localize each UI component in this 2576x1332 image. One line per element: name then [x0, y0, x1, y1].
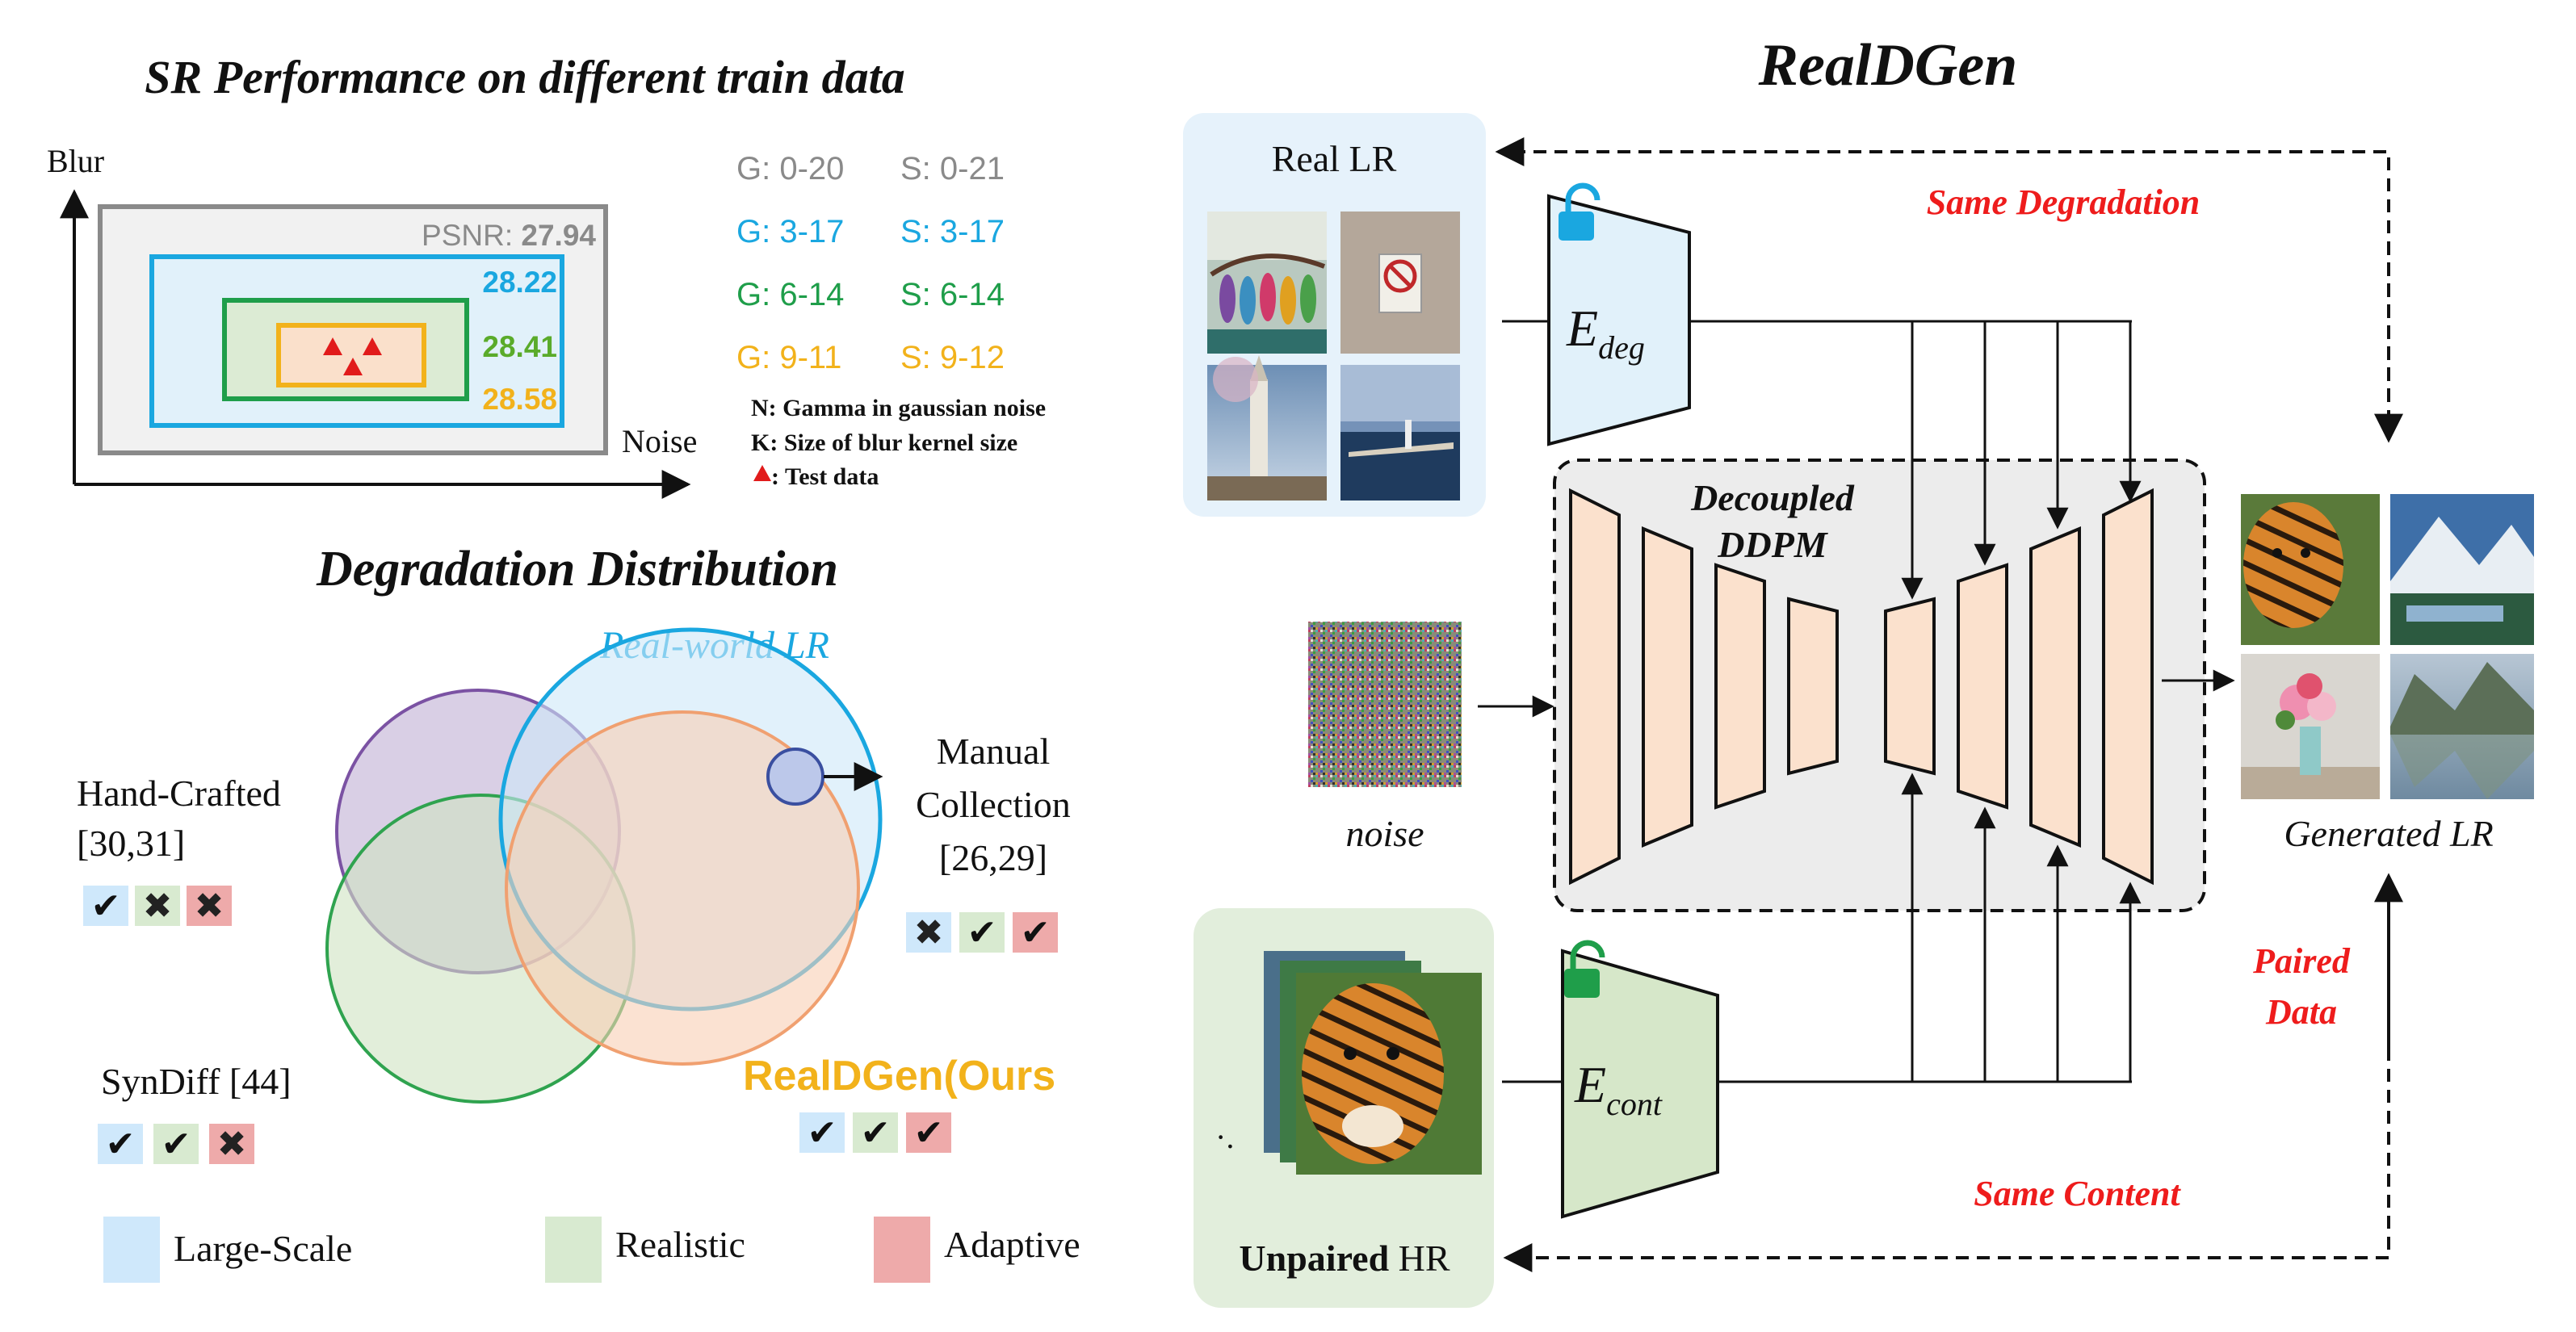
range-box-yellow [276, 323, 426, 387]
real-lr-image-birds [1207, 212, 1327, 354]
svg-text:✔: ✔ [91, 886, 121, 926]
manual-collection-circle [766, 748, 824, 806]
ddpm-label-line2: DDPM [1717, 524, 1829, 565]
stack-ellipsis: ·. [1215, 1119, 1234, 1155]
e-deg-encoder [1547, 194, 1691, 446]
e-cont-encoder [1561, 949, 1719, 1219]
legend-label-adaptive: Adaptive [944, 1224, 1080, 1265]
ours-label: RealDGen(Ours [743, 1053, 1055, 1100]
range-blue-g: G: 3-17 [736, 214, 844, 249]
sr-title: SR Performance on different train data [145, 51, 904, 103]
legend-swatch-large-scale [103, 1217, 160, 1283]
svg-text:✔: ✔ [967, 913, 997, 953]
hand-crafted-label: Hand-Crafted [77, 773, 281, 814]
manual-collection-badges: ✖ ✔ ✔ [906, 912, 1058, 953]
generated-image-mountain [2390, 494, 2534, 645]
unlock-icon-green [1564, 940, 1605, 998]
unet-decoder-block [2102, 488, 2154, 886]
range-green-g: G: 6-14 [736, 277, 844, 312]
unet-encoder-block [1642, 526, 1693, 848]
manual-label: Manual [937, 731, 1051, 772]
psnr-label-gray: PSNR: 27.94 [422, 219, 596, 252]
data-label: Data [2265, 992, 2337, 1032]
ours-badges: ✔ ✔ ✔ [799, 1112, 951, 1153]
note-noise: N: Gamma in gaussian noise [751, 395, 1046, 421]
noise-image [1308, 622, 1462, 787]
range-gray-g: G: 0-20 [736, 151, 844, 186]
generated-image-flowers [2241, 654, 2380, 799]
same-degradation-arrow [1495, 137, 2390, 401]
legend-label-large-scale: Large-Scale [174, 1228, 352, 1269]
ddpm-label-line1: Decoupled [1690, 477, 1855, 518]
generated-lr-label: Generated LR [2284, 813, 2493, 854]
hand-crafted-badges: ✔ ✖ ✖ [83, 886, 232, 926]
same-degradation-label: Same Degradation [1927, 182, 2201, 222]
hand-crafted-ref: [30,31] [77, 823, 185, 864]
svg-text:✔: ✔ [808, 1113, 837, 1153]
svg-text:✔: ✔ [861, 1113, 891, 1153]
generated-image-tiger [2241, 494, 2380, 645]
range-gray-s: S: 0-21 [900, 151, 1005, 186]
realdgen-circle [505, 710, 860, 1066]
unlock-icon-blue [1559, 182, 1601, 241]
same-content-label: Same Content [1974, 1174, 2181, 1213]
test-data-marker [363, 337, 382, 355]
real-lr-image-sign [1340, 212, 1460, 354]
svg-text:✔: ✔ [1021, 913, 1051, 953]
svg-text:✖: ✖ [195, 886, 224, 926]
hr-tiger-image [1296, 973, 1482, 1175]
note-kernel: K: Size of blur kernel size [751, 429, 1017, 456]
noise-label: noise [1345, 813, 1424, 854]
range-blue-s: S: 3-17 [900, 214, 1005, 249]
svg-text:✖: ✖ [914, 913, 944, 953]
unpaired-hr-label: Unpaired HR [1239, 1238, 1450, 1279]
legend-label-realistic: Realistic [615, 1224, 745, 1265]
real-lr-image-harbor [1340, 365, 1460, 501]
svg-text:✔: ✔ [914, 1113, 944, 1153]
e-deg-label: Edeg [1566, 299, 1645, 366]
generated-image-lake [2390, 654, 2534, 799]
svg-text:✔: ✔ [162, 1125, 191, 1164]
real-lr-label: Real LR [1272, 138, 1397, 179]
note-test-marker [753, 465, 771, 481]
collection-label: Collection [916, 784, 1071, 825]
unet-decoder-block [1957, 563, 2008, 810]
legend-swatch-realistic [545, 1217, 602, 1283]
distribution-title: Degradation Distribution [316, 542, 838, 597]
unet-decoder-block [2029, 526, 2081, 848]
unet-encoder-block [1569, 488, 1621, 886]
psnr-value-yellow: 28.58 [482, 383, 557, 416]
svg-text:✖: ✖ [217, 1125, 247, 1164]
range-yellow-s: S: 9-12 [900, 340, 1005, 375]
paired-label: Paired [2252, 941, 2351, 981]
legend-swatch-adaptive [874, 1217, 930, 1283]
test-data-marker [323, 337, 342, 355]
syndiff-label: SynDiff [44] [101, 1061, 292, 1102]
note-test: : Test data [771, 463, 879, 490]
range-green-s: S: 6-14 [900, 277, 1005, 312]
unet-encoder-block [1714, 563, 1766, 810]
psnr-value-green: 28.41 [482, 330, 557, 363]
psnr-value-blue: 28.22 [482, 266, 557, 299]
real-lr-image-building [1207, 355, 1327, 501]
svg-text:✖: ✖ [143, 886, 173, 926]
realdgen-title: RealDGen [1758, 32, 2018, 98]
manual-ref: [26,29] [939, 837, 1047, 878]
axis-label-blur: Blur [47, 143, 104, 179]
test-data-marker [343, 358, 363, 375]
e-cont-label: Econt [1574, 1056, 1663, 1122]
syndiff-badges: ✔ ✔ ✖ [98, 1124, 254, 1164]
axis-label-noise: Noise [622, 423, 697, 459]
svg-text:✔: ✔ [106, 1125, 136, 1164]
unet-decoder-block [1884, 597, 1936, 776]
unet-encoder-block [1787, 597, 1839, 776]
range-yellow-g: G: 9-11 [736, 340, 841, 375]
